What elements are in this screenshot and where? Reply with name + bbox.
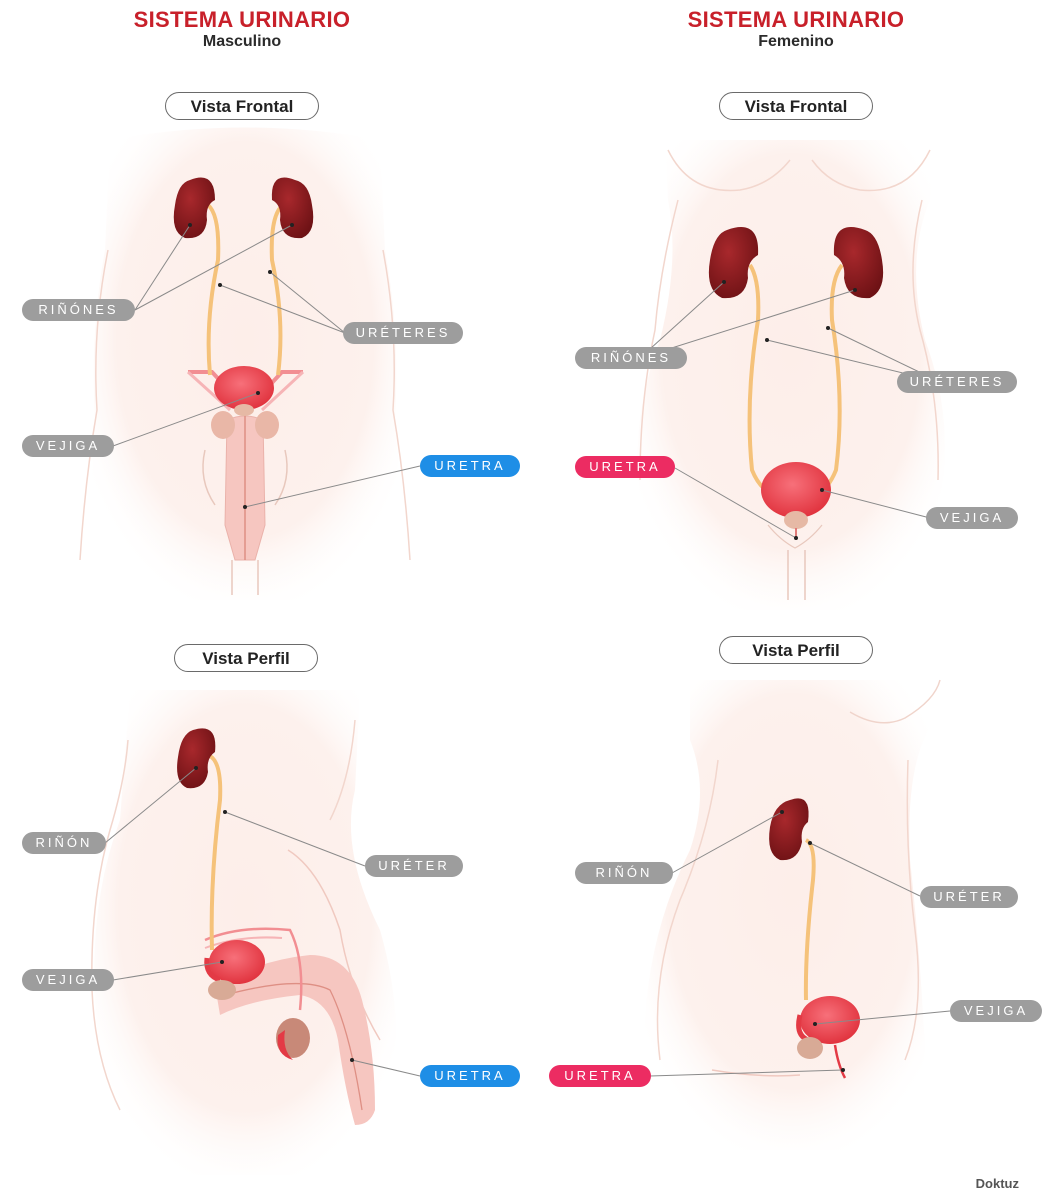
watermark-logo: Doktuz [976, 1176, 1019, 1191]
female-front-kidneys-tag: RIÑÓNES [575, 347, 687, 369]
male-side-kidney-tag: RIÑÓN [22, 832, 106, 854]
male-side-urethra-tag: URETRA [420, 1065, 520, 1087]
female-side-body [644, 680, 940, 1150]
female-title: SISTEMA URINARIO [616, 8, 976, 32]
male-front-kidneys-tag: RIÑÓNES [22, 299, 135, 321]
female-side-view-label: Vista Perfil [719, 636, 873, 664]
male-heading: SISTEMA URINARIO Masculino [62, 8, 422, 52]
male-front-body [80, 128, 410, 601]
male-side-ureter-tag: URÉTER [365, 855, 463, 877]
female-front-urethra-tag: URETRA [575, 456, 675, 478]
male-side-body [92, 690, 396, 1175]
male-side-view-label: Vista Perfil [174, 644, 318, 672]
female-side-kidney-tag: RIÑÓN [575, 862, 673, 884]
female-heading: SISTEMA URINARIO Femenino [616, 8, 976, 52]
female-front-view-label: Vista Frontal [719, 92, 873, 120]
female-side-urethra-tag: URETRA [549, 1065, 651, 1087]
female-side-bladder-tag: VEJIGA [950, 1000, 1042, 1022]
male-front-urethra-tag: URETRA [420, 455, 520, 477]
female-side-ureter-tag: URÉTER [920, 886, 1018, 908]
male-front-ureters-tag: URÉTERES [343, 322, 463, 344]
female-front-ureters-tag: URÉTERES [897, 371, 1017, 393]
female-subtitle: Femenino [616, 32, 976, 52]
male-subtitle: Masculino [62, 32, 422, 52]
female-front-bladder-tag: VEJIGA [926, 507, 1018, 529]
male-title: SISTEMA URINARIO [62, 8, 422, 32]
male-side-bladder-tag: VEJIGA [22, 969, 114, 991]
male-front-bladder-tag: VEJIGA [22, 435, 114, 457]
male-front-view-label: Vista Frontal [165, 92, 319, 120]
